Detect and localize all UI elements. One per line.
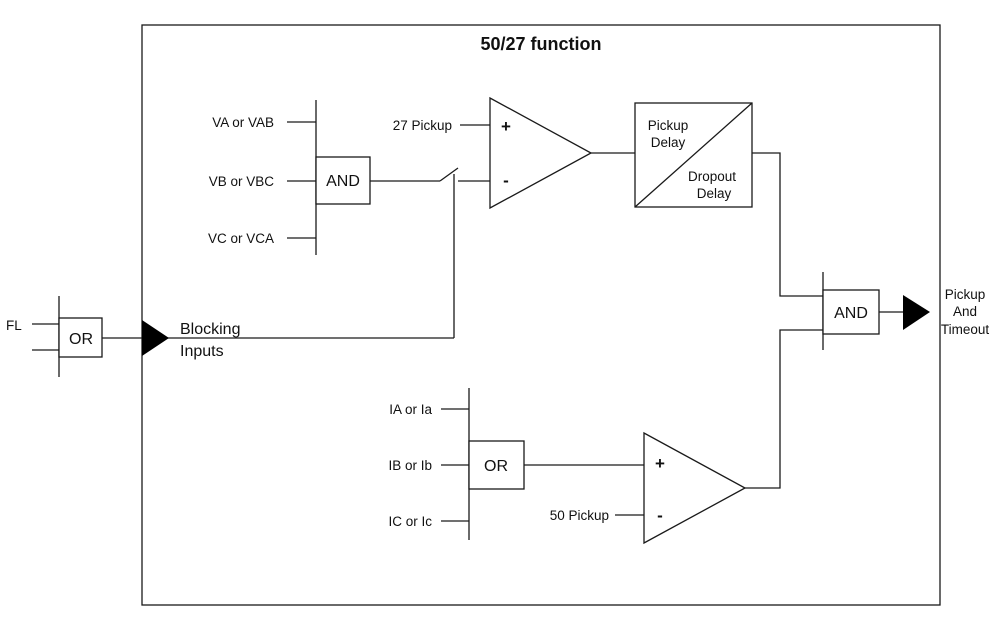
timer-to-and-wire <box>752 152 823 297</box>
voltage-and-gate-label: AND <box>326 173 360 190</box>
voltage-input-b-label: VB or VBC <box>209 174 275 189</box>
comparator-50 <box>643 431 747 545</box>
pickup-50-label: 50 Pickup <box>550 508 609 523</box>
blocking-label-1: Blocking <box>180 321 240 338</box>
voltage-and-gate <box>315 156 371 205</box>
comparator-50-to-and-wire <box>745 329 823 489</box>
dropout-delay-label-2: Delay <box>697 186 732 201</box>
pickup-delay-label-1: Pickup <box>648 118 689 133</box>
output-arrow <box>903 295 930 330</box>
diagram-title: 50/27 function <box>480 34 601 54</box>
voltage-input-a-label: VA or VAB <box>212 115 274 130</box>
pickup-27-label: 27 Pickup <box>393 118 452 133</box>
function-frame <box>141 24 941 606</box>
blocking-switch <box>439 167 459 182</box>
output-and-gate <box>822 289 880 335</box>
comparator-27-minus: - <box>503 171 509 190</box>
comparator-27 <box>489 96 593 210</box>
current-input-b-label: IB or Ib <box>388 458 432 473</box>
current-or-gate-label: OR <box>484 458 508 475</box>
blocking-arrow <box>142 320 169 356</box>
dropout-delay-label-1: Dropout <box>688 169 736 184</box>
current-input-c-label: IC or Ic <box>388 514 432 529</box>
voltage-input-c-label: VC or VCA <box>208 231 274 246</box>
comparator-50-plus: + <box>655 454 665 473</box>
output-label-1: Pickup <box>945 287 986 302</box>
blocking-label-2: Inputs <box>180 343 224 360</box>
output-label-3: Timeout <box>941 322 990 337</box>
pickup-delay-label-2: Delay <box>651 135 686 150</box>
comparator-27-plus: + <box>501 117 511 136</box>
comparator-50-minus: - <box>657 506 663 525</box>
current-input-a-label: IA or Ia <box>389 402 432 417</box>
fl-or-gate-label: OR <box>69 331 93 348</box>
timer-diagonal <box>634 102 753 208</box>
fl-label: FL <box>6 318 22 333</box>
output-and-gate-label: AND <box>834 305 868 322</box>
output-label-2: And <box>953 304 977 319</box>
current-or-gate <box>468 440 525 490</box>
